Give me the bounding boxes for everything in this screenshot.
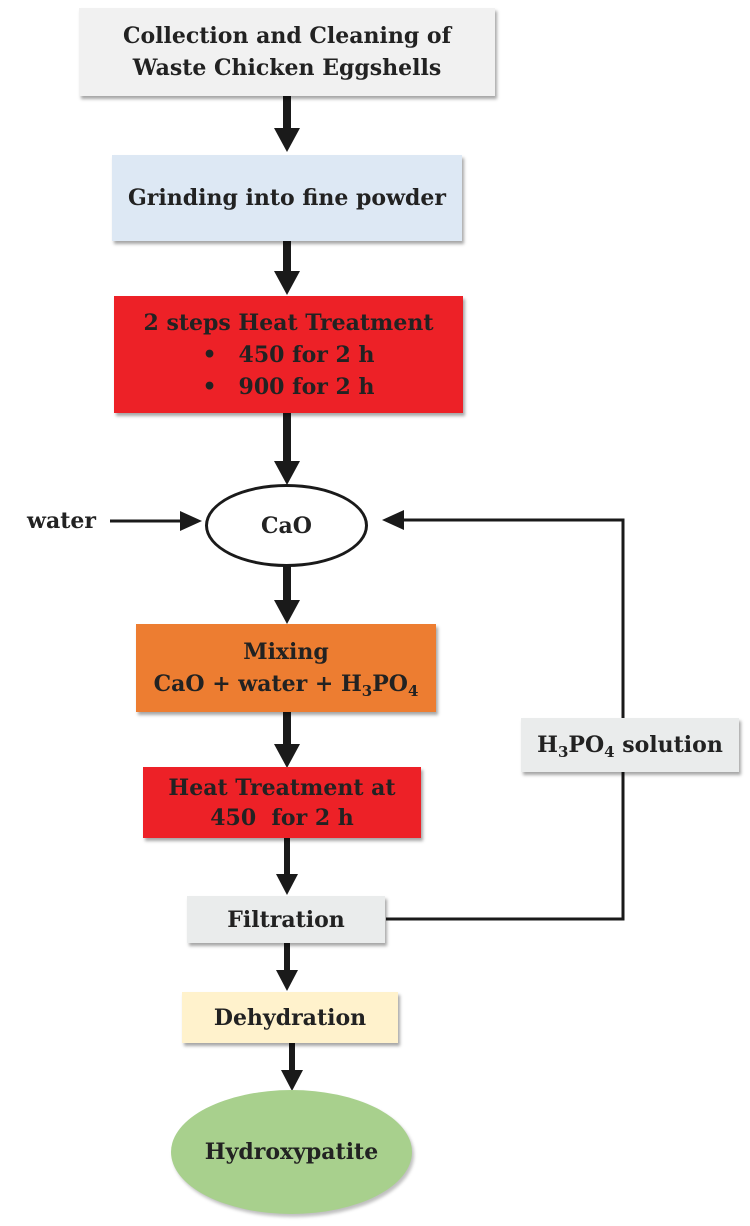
mixing-title: Mixing: [243, 639, 329, 665]
heat-step-2-text: 900 for 2 h: [238, 373, 375, 400]
node-grinding: Grinding into fine powder: [112, 155, 462, 241]
arrow-heat-to-filtration: [284, 838, 290, 876]
heat-single-line-2: 450 for 2 h: [210, 804, 354, 831]
mixing-sub-3: 3: [361, 682, 373, 700]
arrowhead-dehydration-to-hydroxyapatite: [281, 1070, 303, 1091]
node-mixing: Mixing CaO + water + H3PO4: [136, 624, 436, 712]
mixing-formula-prefix: CaO + water + H: [153, 671, 362, 697]
arrowhead-mixing-to-heat: [274, 744, 300, 768]
bullet-1: •: [202, 341, 217, 368]
acid-solution: solution: [614, 732, 723, 758]
acid-h: H: [537, 732, 558, 758]
acid-po: PO: [568, 732, 605, 758]
dehydration-text: Dehydration: [213, 1004, 367, 1031]
heat-step-1-text: 450 for 2 h: [238, 341, 375, 368]
arrow-heat-to-cao: [283, 413, 291, 463]
node-filtration: Filtration: [187, 896, 385, 943]
acid-sub-4: 4: [604, 743, 615, 761]
water-label: water: [27, 508, 96, 534]
arrow-grinding-to-heat: [283, 241, 291, 273]
main-flow-arrows: [274, 96, 303, 1091]
arrowhead-collection-to-grinding: [274, 128, 300, 152]
arrow-filtration-to-dehydration: [284, 943, 290, 972]
arrow-cao-to-mixing: [283, 566, 291, 602]
h3po4-solution-label: H3PO4 solution: [521, 718, 739, 772]
arrowhead-heat-to-cao: [274, 461, 300, 485]
arrowhead-heat-to-filtration: [276, 874, 298, 895]
node-hydroxyapatite: Hydroxypatite: [171, 1090, 412, 1214]
acid-label-text: H3PO4 solution: [537, 729, 723, 761]
arrow-dehydration-to-hydroxyapatite: [289, 1043, 295, 1073]
bullet-2: •: [202, 373, 217, 400]
arrowhead-recycle-to-cao: [382, 510, 404, 530]
mixing-sub-4: 4: [407, 682, 419, 700]
arrowhead-filtration-to-dehydration: [276, 970, 298, 991]
node-dehydration: Dehydration: [182, 992, 398, 1043]
node-cao: CaO: [205, 484, 368, 567]
filtration-text: Filtration: [227, 906, 345, 933]
collection-line-2: Waste Chicken Eggshells: [132, 55, 442, 81]
cao-text: CaO: [261, 512, 312, 539]
hydroxyapatite-text: Hydroxypatite: [204, 1139, 379, 1165]
node-two-step-heat-treatment: 2 steps Heat Treatment • 450 for 2 h • 900…: [114, 296, 463, 413]
arrow-collection-to-grinding: [283, 96, 291, 130]
node-heat-treatment-450: Heat Treatment at 450 for 2 h: [143, 767, 421, 838]
arrow-mixing-to-heat: [283, 711, 291, 746]
grinding-text: Grinding into fine powder: [128, 185, 446, 211]
arrowhead-cao-to-mixing: [274, 600, 300, 624]
arrowhead-water-to-cao: [180, 511, 202, 531]
heat-two-step-title: 2 steps Heat Treatment: [143, 309, 434, 336]
heat-step-2: • 900 for 2 h: [203, 371, 375, 403]
arrowhead-grinding-to-heat: [274, 271, 300, 295]
heat-single-line-1: Heat Treatment at: [168, 774, 396, 801]
acid-sub-3: 3: [557, 743, 569, 761]
heat-step-1: • 450 for 2 h: [203, 339, 375, 371]
mixing-formula: CaO + water + H3PO4: [154, 668, 419, 700]
node-collection-cleaning: Collection and Cleaning of Waste Chicken…: [79, 8, 495, 96]
collection-line-1: Collection and Cleaning of: [122, 23, 452, 49]
mixing-formula-po: PO: [372, 671, 408, 697]
